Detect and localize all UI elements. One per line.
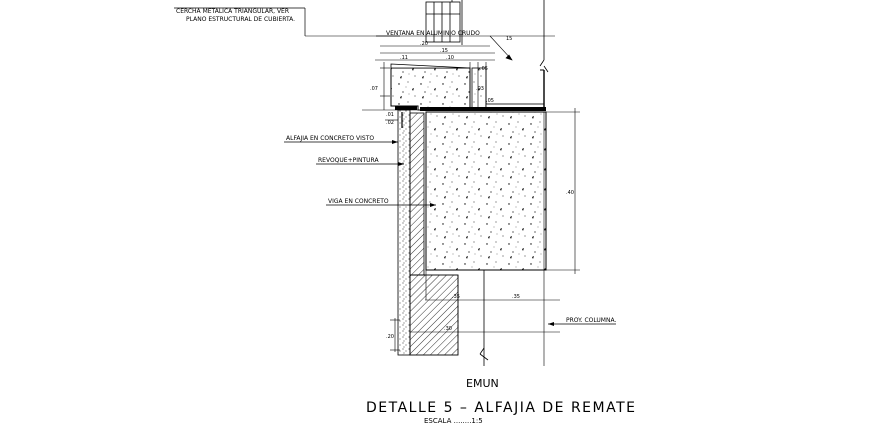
dim-cap-b: .10 [446,55,454,61]
truss-note-line2: PLANO ESTRUCTURAL DE CUBIERTA. [186,16,295,23]
alfajia-label: ALFAJIA EN CONCRETO VISTO [286,135,374,142]
brick-wall-upper [409,112,425,276]
dim-window-width: .20 [420,41,428,47]
dim-column-bottom: .30 [444,326,452,332]
marker-symbol: EMUN [466,377,499,390]
window-label: VENTANA EN ALUMINIO CRUDO [386,30,480,37]
dim-beam-bottom-a: .35 [452,294,460,300]
dim-beam-height: .40 [566,190,574,196]
drawing-title: DETALLE 5 – ALFAJIA DE REMATE [366,400,637,416]
viga-label: VIGA EN CONCRETO [328,198,389,205]
dim-top-right: 15 [506,36,512,42]
dim-cap-a: .11 [400,55,408,61]
dim-cap-sill: .05 [486,98,494,104]
dim-window-sub: .15 [440,48,448,54]
dim-cap-height: .07 [370,86,378,92]
dim-cap-height-b: .03 [476,86,484,92]
leader-lines [174,7,616,325]
column-axis [539,0,549,73]
dim-column-left: .20 [386,334,394,340]
window-frame [425,0,463,45]
section-marker: EMUN [466,377,499,390]
concrete-beam [425,111,547,271]
columna-label: PROY. COLUMNA. [566,317,616,324]
wall-plaster [397,109,411,356]
revoque-label: REVOQUE+PINTURA [318,157,379,164]
alfajia-cap [390,63,545,111]
dim-small-left-b: .02 [386,120,394,126]
dimension-lines-right [385,108,580,352]
column-projection [409,112,560,366]
drawing-scale: ESCALA ........1:5 [424,417,483,425]
leader-arrows [392,140,554,326]
flashing [395,106,546,111]
truss-note-line1: CERCHA METALICA TRIANGULAR, VER [176,8,289,15]
dim-beam-bottom-b: .35 [512,294,520,300]
dim-cap-c: .05 [480,66,488,72]
dim-small-left: .01 [386,112,394,118]
